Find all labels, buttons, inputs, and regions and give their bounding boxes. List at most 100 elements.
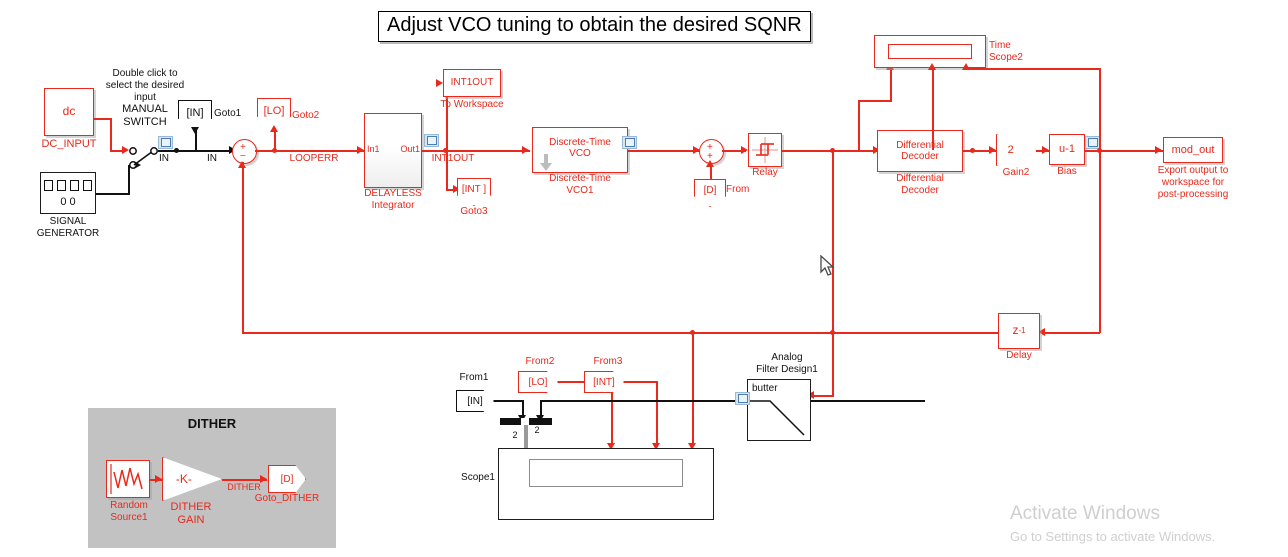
from3-label: From3	[593, 356, 623, 367]
signal-generator-glyph	[42, 180, 94, 194]
wire-from3-arrow	[652, 443, 660, 450]
manual-switch-block[interactable]	[126, 140, 180, 170]
wire-filter-feed-down	[540, 400, 542, 418]
to-workspace-block[interactable]: INT1OUT	[443, 69, 501, 97]
wire-goto2	[274, 128, 276, 150]
time-scope2-block[interactable]	[874, 35, 986, 68]
signal-label-int1out: INT1OUT	[431, 153, 475, 164]
wire-filter-feed-arrow	[536, 415, 544, 422]
mouse-cursor	[820, 254, 836, 282]
from2-text: [LO]	[528, 376, 548, 388]
wire-from2-down	[611, 381, 613, 446]
wire-delay-in-arrow	[1038, 328, 1045, 336]
gain2-block[interactable]: 2	[996, 134, 1036, 166]
wire-goto3-arrow	[453, 185, 460, 193]
wire-to-workspace-arrow	[436, 79, 443, 87]
delay-label: Delay	[1006, 350, 1032, 361]
wire-scope2-p3-left	[966, 68, 1101, 70]
signal-generator-block[interactable]: 0 0	[40, 172, 96, 214]
wire-from3-out	[624, 381, 658, 383]
scope-viewer-badge-filter[interactable]	[735, 392, 750, 405]
wire-from3-down	[656, 381, 658, 446]
mux-out-width-label: 2	[534, 425, 540, 435]
lowpass-response-icon	[750, 399, 805, 436]
relay-label: Relay	[752, 167, 778, 178]
scope1-label: Scope1	[461, 472, 495, 483]
wire-scope2-p2-arrow	[928, 63, 936, 70]
delayless-integrator-block[interactable]	[364, 113, 422, 188]
wire-delay-in-h	[1044, 332, 1100, 334]
wire-from2-arrow	[607, 443, 615, 450]
wire-dc-out	[94, 118, 112, 120]
wire-filter-feed-h	[540, 400, 925, 402]
wire-goto3-down	[446, 150, 448, 190]
wire-switch-out	[158, 150, 238, 152]
goto3-block[interactable]: [INT ]	[457, 178, 491, 206]
wire-relay-in-arrow	[741, 146, 748, 154]
wire-gain2-in-arrow	[989, 146, 996, 154]
wire-goto3-right	[446, 189, 458, 191]
junction-in-signal	[174, 148, 179, 153]
dither-gain-block[interactable]: -K-	[162, 457, 222, 501]
sum2-plus-bottom-sign: +	[707, 151, 713, 162]
random-noise-icon	[110, 464, 143, 494]
wire-sum2-out	[722, 150, 746, 152]
dc-input-block[interactable]: dc	[44, 88, 94, 136]
bias-block[interactable]: u-1	[1049, 134, 1085, 165]
wire-decoder-out	[963, 150, 996, 152]
scope-viewer-badge-bias[interactable]	[1085, 136, 1100, 149]
from2-block[interactable]: [LO]	[518, 371, 558, 393]
model-title-text: Adjust VCO tuning to obtain the desired …	[387, 14, 802, 36]
from1-text: [IN]	[467, 395, 483, 407]
scope1-block[interactable]	[498, 448, 714, 520]
wire-from1-down	[522, 400, 524, 418]
from-dither-label: From	[726, 184, 750, 195]
sum1-minus-sign: −	[240, 151, 246, 162]
random-source-block[interactable]	[106, 460, 150, 498]
wire-scope1-p4-arrow	[688, 443, 696, 450]
delay-block[interactable]: z-1	[998, 313, 1040, 349]
goto2-block[interactable]: [LO]	[257, 98, 291, 128]
wire-decoder-in-arrow	[873, 146, 880, 154]
sum1-plus-sign: +	[240, 142, 246, 153]
wire-bottom-feedback-bus	[242, 332, 999, 334]
model-title-annotation: Adjust VCO tuning to obtain the desired …	[378, 11, 811, 42]
goto2-label: Goto2	[292, 110, 320, 121]
scope-viewer-badge-int1out[interactable]	[424, 134, 439, 147]
delay-text: z	[1012, 323, 1019, 338]
wire-goto2-arrow	[270, 125, 278, 132]
junction-looperr	[272, 148, 277, 153]
mod-out-block[interactable]: mod_out	[1163, 137, 1223, 163]
delay-exponent: -1	[1018, 325, 1026, 335]
junction-decoder-out	[970, 148, 975, 153]
wire-int1out-main	[422, 150, 530, 152]
scope-viewer-badge-in[interactable]	[158, 136, 173, 149]
relay-block[interactable]	[748, 133, 782, 167]
from3-block[interactable]: [INT]	[584, 371, 624, 393]
goto1-block[interactable]: [IN]	[178, 100, 212, 130]
wire-looperr	[255, 150, 365, 152]
signal-label-looperr: LOOPERR	[289, 153, 339, 164]
wire-feedback-into-sum1	[242, 162, 244, 333]
wire-to-workspace-up	[446, 83, 448, 150]
bias-label: Bias	[1057, 166, 1077, 177]
analog-filter-block[interactable]: butter	[747, 379, 811, 441]
scope-viewer-badge-vco[interactable]	[622, 136, 637, 149]
wire-scope2-p1-right	[858, 100, 892, 102]
goto3-label: Goto3	[460, 206, 488, 217]
wire-sum2-in-arrow	[693, 146, 700, 154]
wire-siggen-out	[96, 193, 130, 195]
from1-block[interactable]: [IN]	[456, 390, 494, 412]
wire-scope2-p1-up2	[890, 68, 892, 101]
wire-dc-down	[110, 118, 112, 151]
wire-vco-in-arrow	[522, 146, 529, 154]
goto-dither-block[interactable]: [D]	[268, 465, 306, 493]
wire-goto1-arrow	[191, 127, 199, 134]
wire-feedback-arrow	[238, 161, 246, 168]
from-dither-block[interactable]: [D]	[694, 179, 726, 207]
